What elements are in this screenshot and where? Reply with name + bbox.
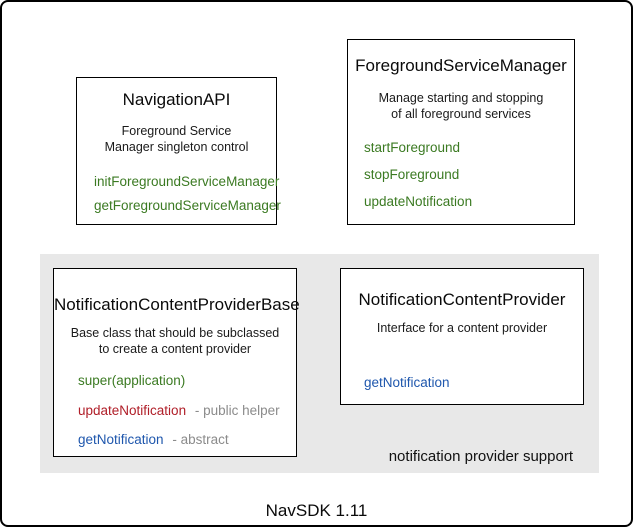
method-name: getNotification [364, 374, 450, 390]
class-box-navigationapi: NavigationAPI Foreground Service Manager… [76, 77, 281, 225]
method-annotation: - public helper [194, 402, 280, 418]
description-line: Manage starting and stopping [378, 91, 544, 105]
class-title: NotificationContentProvider [358, 290, 566, 309]
method-name: updateNotification [364, 194, 473, 209]
class-box-foregroundservicemanager: ForegroundServiceManager Manage starting… [347, 39, 575, 225]
method-name: super(application) [78, 373, 186, 388]
method-row: updateNotification - public helper [78, 403, 296, 419]
method-row: initForegroundServiceManager [94, 174, 280, 190]
class-box-notificationcontentproviderbase: NotificationContentProviderBase Base cla… [53, 268, 300, 457]
description-line: to create a content provider [98, 341, 252, 356]
class-description: Foreground Service Manager singleton con… [77, 124, 276, 155]
description-line: of all foreground services [391, 106, 531, 121]
class-title: ForegroundServiceManager [355, 56, 567, 75]
method-name: getNotification [78, 432, 164, 447]
description-line: Interface for a content provider [376, 321, 548, 335]
description-line: Base class that should be subclassed [70, 326, 280, 340]
method-list: initForegroundServiceManager getForegrou… [94, 174, 281, 214]
class-description: Manage starting and stopping of all fore… [348, 91, 574, 122]
class-description: Base class that should be subclassed to … [54, 326, 296, 357]
method-list: startForeground stopForeground updateNot… [364, 140, 574, 210]
method-name: updateNotification [78, 402, 187, 418]
method-row: getNotification - abstract [78, 432, 296, 448]
method-name: stopForeground [364, 167, 460, 182]
method-row: super(application) [78, 373, 296, 389]
method-name: startForeground [364, 140, 461, 155]
method-list: super(application) updateNotification - … [78, 373, 296, 448]
method-row: startForeground [364, 140, 574, 156]
class-description: Interface for a content provider [341, 321, 583, 337]
method-row: updateNotification [364, 194, 574, 210]
description-line: Foreground Service [121, 124, 232, 138]
method-name: getForegroundServiceManager [94, 198, 281, 213]
description-line: Manager singleton control [104, 139, 249, 154]
method-annotation: - abstract [172, 432, 229, 447]
class-box-notificationcontentprovider: NotificationContentProvider Interface fo… [340, 268, 584, 405]
method-row: getNotification [364, 375, 583, 391]
sdk-version-caption: NavSDK 1.11 [265, 501, 368, 520]
method-name: initForegroundServiceManager [94, 174, 280, 189]
method-row: getForegroundServiceManager [94, 198, 281, 214]
class-title: NavigationAPI [122, 90, 231, 109]
method-list: getNotification [364, 375, 583, 391]
panel-label: notification provider support [388, 448, 573, 465]
class-title: NotificationContentProviderBase [54, 295, 300, 314]
method-row: stopForeground [364, 167, 574, 183]
